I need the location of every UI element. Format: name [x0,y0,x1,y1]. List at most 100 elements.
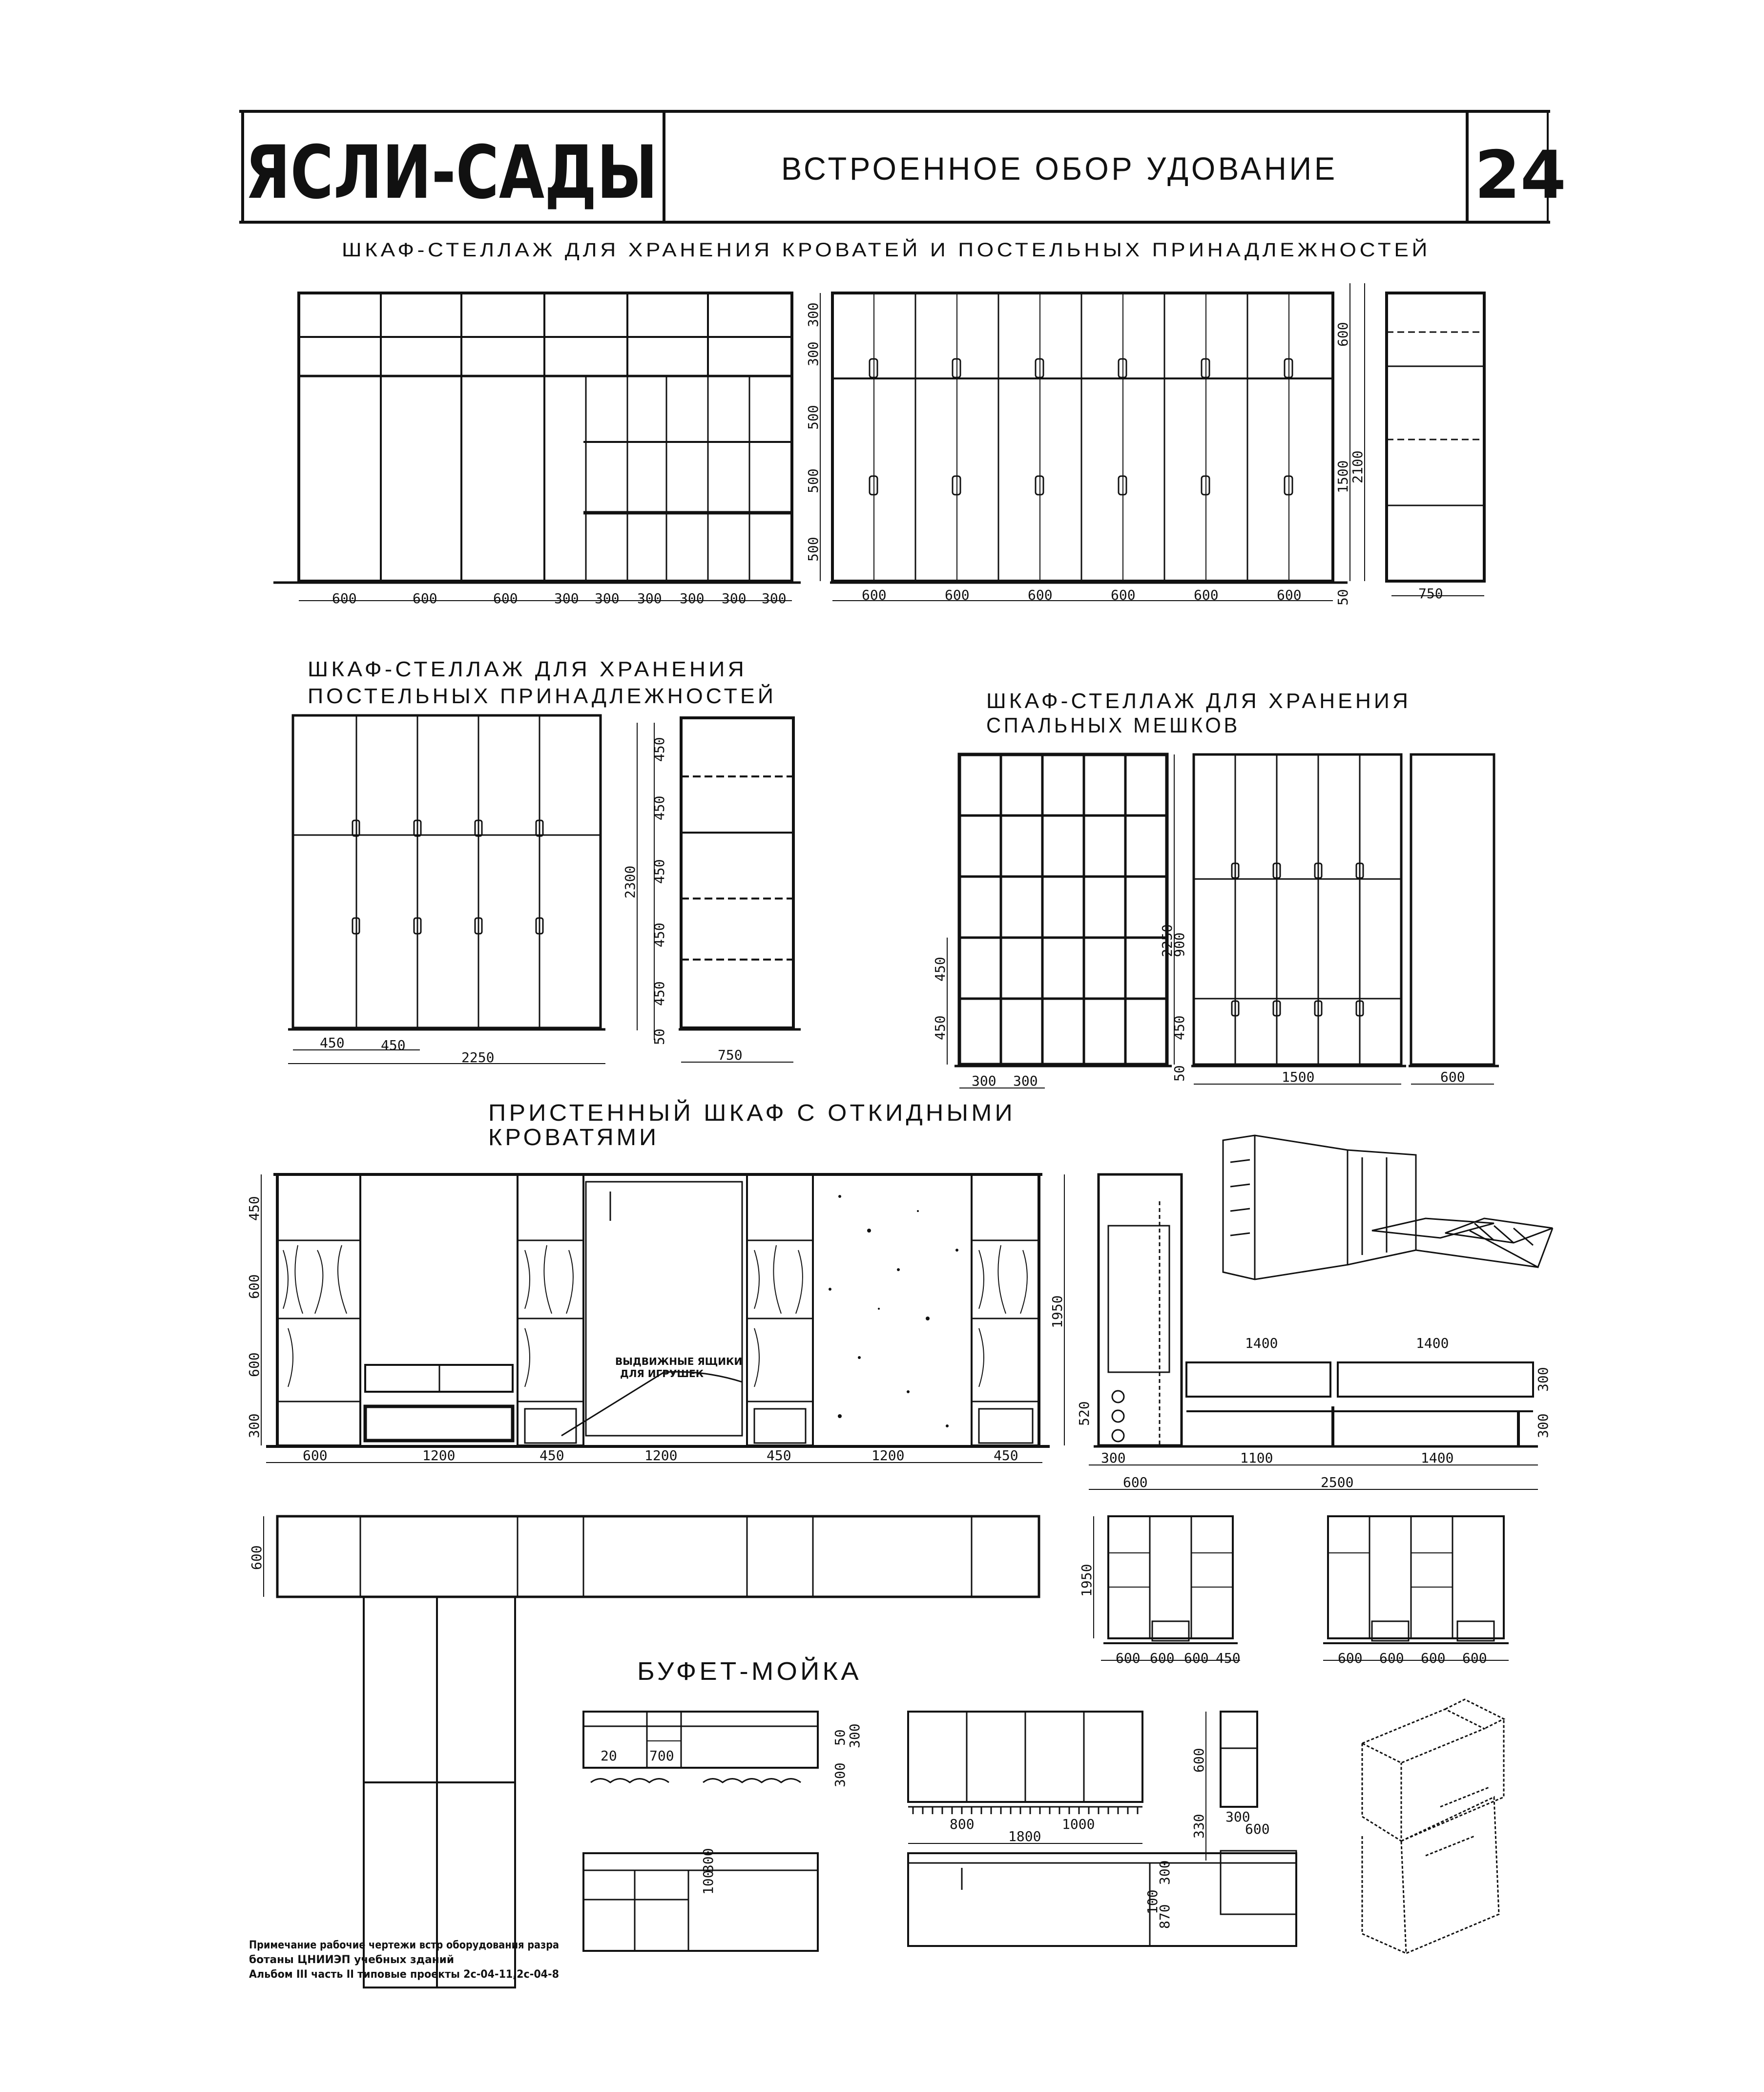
dim-label: 450 [651,922,667,947]
dim-label: 450 [320,1035,345,1051]
beds-facade-width-dims: 600 600 600 600 600 600 [862,587,1302,603]
dim-label: 20 [601,1748,617,1764]
buffet-elevation-c: 100 300 [582,1848,819,1952]
linen-cabinet-title-line2: ПОСТЕЛЬНЫХ ПРИНАДЛЕЖНОСТЕЙ [308,683,776,708]
dim-label: 1200 [422,1447,455,1464]
dim-label: 300 [1101,1450,1126,1466]
buffet-title: БУФЕТ-МОЙКА [637,1657,862,1686]
note-block: Примечание рабочие чертежи встр оборудов… [249,1939,559,1981]
dim-label: 300 [680,590,705,607]
note-line2: ботаны ЦНИИЭП учебных зданий [249,1954,454,1966]
buffet-section-views: 600 330 300 600 [1191,1711,1297,1915]
sleeping-bags-title-line2: СПАЛЬНЫХ МЕШКОВ [986,713,1240,737]
dim-label: 600 [1338,1650,1363,1666]
dim-label: 900 [1171,932,1187,957]
dim-label: 700 [649,1748,674,1764]
dim-label: 300 [1225,1809,1250,1825]
dim-label: 300 [246,1413,262,1438]
dim-label: 600 [1277,587,1302,603]
folding-beds-height-dims: 450 600 600 300 [246,1174,262,1445]
dim-label: 300 [1535,1367,1551,1392]
beds-cabinet-front-elevation [273,292,801,601]
sheet-number: 24 [1474,137,1566,213]
dim-label: 600 [1150,1650,1175,1666]
dim-label: 2100 [1349,451,1366,483]
buffet-elevation-d: 300 870 100 [907,1852,1297,1947]
dim-label: 300 [1013,1073,1038,1089]
beds-cabinet-height-dims: 300 300 500 500 500 [805,293,821,581]
note-line3: Альбом III часть II типовые проекты 2с-0… [249,1968,559,1981]
beds-cabinet-facade [830,292,1348,601]
folding-beds-perspective-sketch [1222,1134,1554,1280]
dim-label: 450 [651,795,667,820]
dim-label: 450 [1171,1015,1187,1040]
dim-label: 450 [994,1447,1018,1464]
dim-label: 500 [805,468,821,493]
dim-label: 600 [1116,1650,1141,1666]
title-block: ЯСЛИ-САДЫ ВСТРОЕННОЕ ОБОР УДОВАНИЕ 24 [239,110,1566,224]
dim-label: 600 [1440,1069,1465,1085]
dim-label: 600 [1335,322,1351,347]
dim-label: 1500 [1335,460,1351,493]
folding-beds-small-elevations: 1950 600 600 600 450 600 600 600 600 [1079,1515,1509,1666]
dim-label: 450 [246,1196,262,1221]
dim-label: 600 [1194,587,1219,603]
dim-label: 450 [932,957,948,982]
dim-label: 600 [862,587,887,603]
dim-label: 600 [303,1447,328,1464]
dim-label: 600 [1379,1650,1404,1666]
folding-beds-elevation: ВЫДВИЖНЫЕ ЯЩИКИ ДЛЯ ИГРУШЕК [266,1173,1050,1448]
dim-label: 330 [1191,1814,1207,1839]
dim-label: 1400 [1416,1335,1449,1351]
panel-stipple [829,1195,958,1427]
dim-label: 1200 [644,1447,677,1464]
dim-label: 450 [767,1447,791,1464]
beds-cabinet-side-view: 750 [1385,292,1486,602]
dim-label: 2250 [1159,924,1175,957]
sleeping-bags-grid-elevation: 300 300 450 450 [932,753,1172,1089]
dim-label: 600 [1111,587,1136,603]
door-handles [352,819,544,935]
dim-label: 800 [950,1816,975,1832]
note-line1: Примечание рабочие чертежи встр оборудов… [249,1939,559,1951]
buffet-elevation-a: 20 700 50 300 300 [582,1711,863,1787]
dim-label: 1950 [1049,1296,1065,1328]
sleeping-bags-facade: 1500 [1191,753,1406,1085]
series-title: ЯСЛИ-САДЫ [245,130,658,215]
dim-label: 50 [1171,1065,1187,1082]
dim-label: 600 [246,1352,262,1377]
dim-label: 300 [554,590,579,607]
dim-label: 2300 [622,866,638,899]
dim-label: 500 [805,537,821,562]
dim-label: 50 [651,1028,667,1045]
sheet-title: ВСТРОЕННОЕ ОБОР УДОВАНИЕ [781,150,1338,187]
dim-label: 450 [651,737,667,762]
dim-label: 1400 [1421,1450,1453,1466]
dim-label: 300 [700,1848,716,1873]
dim-label: 600 [332,590,357,607]
dim-label: 600 [493,590,518,607]
folding-beds-plan: 600 [249,1515,1040,1988]
dim-label: 1100 [1240,1450,1273,1466]
dim-label: 870 [1157,1904,1173,1929]
dim-label: 1000 [1062,1816,1095,1832]
folding-beds-title-line1: ПРИСТЕННЫЙ ШКАФ С ОТКИДНЫМИ [488,1099,1016,1126]
dim-label: 600 [1462,1650,1487,1666]
beds-cabinet-title: ШКАФ-СТЕЛЛАЖ ДЛЯ ХРАНЕНИЯ КРОВАТЕЙ И ПОС… [342,238,1431,261]
dim-label: 50 [1335,589,1351,606]
dim-label: 600 [413,590,437,607]
dim-label: 1400 [1245,1335,1278,1351]
beds-side-dims: 600 1500 2100 50 [1335,283,1366,606]
buffet-perspective-sketch [1360,1698,1506,1955]
door-handles [1231,862,1364,1017]
dim-label: 300 [762,590,787,607]
dim-label: 450 [381,1037,406,1053]
linen-cabinet-elevation: 450 450 2250 [288,714,605,1066]
door-handles [869,358,1293,496]
sleeping-bags-title-line1: ШКАФ-СТЕЛЛАЖ ДЛЯ ХРАНЕНИЯ [986,689,1411,713]
linen-cabinet-side-view: 750 [679,716,801,1063]
dim-label: 600 [1028,587,1053,603]
dim-label: 1200 [872,1447,904,1464]
dim-label: 1950 [1079,1564,1095,1597]
